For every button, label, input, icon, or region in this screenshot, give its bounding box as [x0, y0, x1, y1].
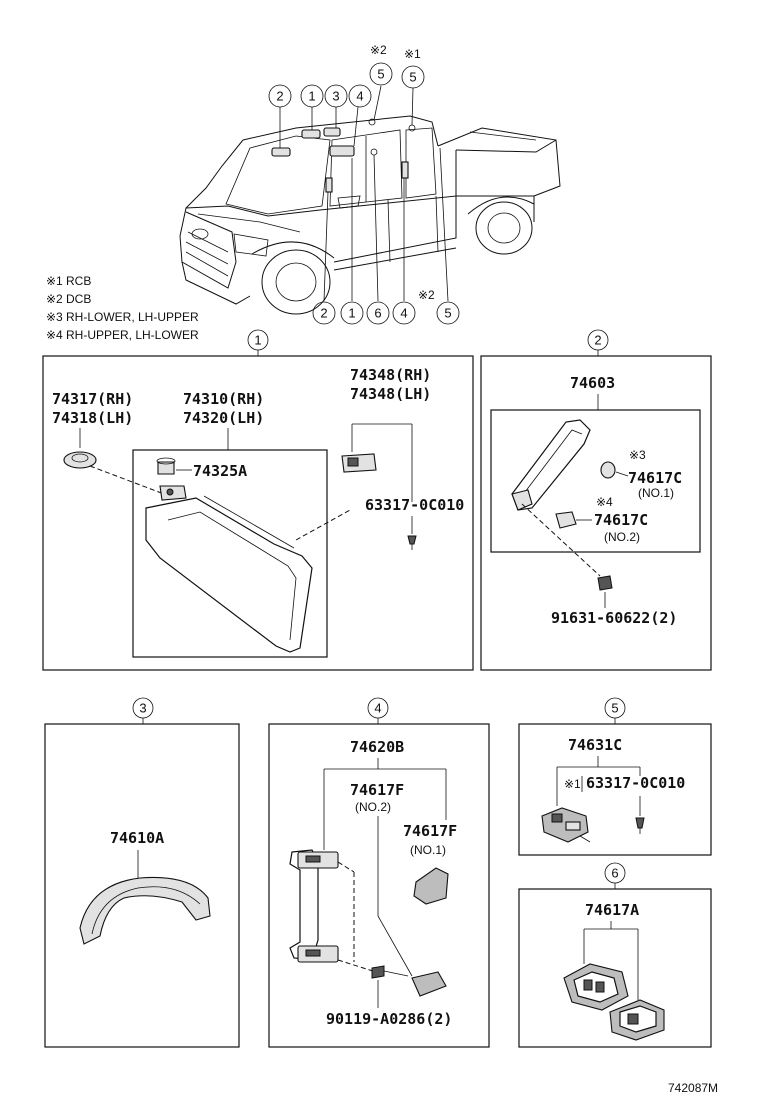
callout-3: 3	[332, 89, 339, 104]
section-5-frame	[518, 723, 712, 856]
section-6-number: 6	[611, 866, 618, 881]
section-1-number: 1	[254, 333, 261, 348]
note-1-text: RCB	[66, 274, 91, 288]
label-no2: (NO.2)	[604, 530, 640, 544]
part-63317-s5: 63317-0C010	[586, 774, 685, 792]
section-1: 1 74317(RH) 74318(LH) 74310(RH) 74320(LH…	[42, 329, 474, 671]
callout-2-bottom: 2	[320, 306, 327, 321]
visor-clip	[157, 461, 175, 475]
diagram-id: 742087M	[668, 1081, 718, 1095]
part-74617c-no1: 74617C	[628, 469, 682, 487]
section-1-frame	[42, 355, 474, 671]
section-2: 2 74603 ※3 74617C (NO.1) ※4 74617C (NO.2…	[480, 329, 712, 671]
section-2-frame	[480, 355, 712, 671]
part-74603: 74603	[570, 374, 615, 392]
section-3-frame	[44, 723, 240, 1048]
sun-visor	[145, 497, 313, 653]
screw-63317	[407, 535, 417, 545]
visor-holder	[341, 453, 377, 473]
section-4: 4 74620B 74617F (NO.2) 74617F (NO.1) 901…	[268, 697, 490, 1048]
note-2-text: DCB	[66, 292, 91, 306]
part-74617f-no1: 74617F	[403, 822, 457, 840]
screw-91631	[597, 575, 613, 591]
mark-4: ※4	[596, 495, 613, 509]
note-4-mark: ※4	[46, 328, 63, 342]
part-63317: 63317-0C010	[365, 496, 464, 514]
note-4-text: RH-UPPER, LH-LOWER	[66, 328, 199, 342]
truck-illustration	[179, 85, 561, 315]
cover-no2	[555, 511, 577, 529]
part-90119: 90119-A0286(2)	[326, 1010, 452, 1028]
callout-5b: 5	[409, 70, 416, 85]
mark-3: ※3	[629, 448, 646, 462]
callout-4-bottom: 4	[400, 306, 407, 321]
truck-callouts-bottom: 2 1 6 4 5 ※2	[312, 288, 460, 325]
mark-dcb-bottom: ※2	[418, 288, 435, 302]
cover-74617f-no2	[411, 971, 447, 997]
part-74325a: 74325A	[193, 462, 247, 480]
section-5: 5 74631C ※1 63317-0C010	[518, 697, 712, 856]
section-3: 3 74610A	[44, 697, 240, 1048]
mark-1: ※1	[564, 777, 581, 791]
truck-callouts-top: 2 1 3 4 5 5 ※2 ※1	[268, 43, 425, 108]
part-74617f-no2: 74617F	[350, 781, 404, 799]
screw-63317-s5	[635, 817, 645, 829]
section-5-number: 5	[611, 701, 618, 716]
callout-1-bottom: 1	[348, 306, 355, 321]
notes-legend: ※1 RCB ※2 DCB ※3 RH-LOWER, LH-UPPER ※4 R…	[46, 274, 199, 342]
visor-frame	[132, 449, 328, 658]
part-74310: 74310(RH)	[183, 390, 264, 408]
callout-5a: 5	[377, 67, 384, 82]
section-3-number: 3	[139, 701, 146, 716]
visor-holder-grommet	[63, 451, 97, 469]
callout-4: 4	[356, 89, 363, 104]
section-2-number: 2	[594, 333, 601, 348]
note-2-mark: ※2	[46, 292, 63, 306]
part-74631c: 74631C	[568, 736, 622, 754]
assist-grip-74610a	[79, 876, 211, 945]
part-74617a: 74617A	[585, 901, 639, 919]
part-74617c-no2: 74617C	[594, 511, 648, 529]
mark-rcb-top: ※1	[404, 47, 421, 61]
part-91631: 91631-60622(2)	[551, 609, 677, 627]
note-3-text: RH-LOWER, LH-UPPER	[66, 310, 199, 324]
callout-2: 2	[276, 89, 283, 104]
section-6-frame	[518, 888, 712, 1048]
part-74610a: 74610A	[110, 829, 164, 847]
mark-dcb-top: ※2	[370, 43, 387, 57]
cover-no1	[600, 461, 616, 479]
callout-6-bottom: 6	[374, 306, 381, 321]
part-74620b: 74620B	[350, 738, 404, 756]
cover-74617f-no1	[413, 867, 449, 905]
note-3-mark: ※3	[46, 310, 63, 324]
section-4-frame	[268, 723, 490, 1048]
bolt-90119	[371, 965, 385, 979]
section-4-number: 4	[374, 701, 381, 716]
part-74348-rh: 74348(RH)	[350, 366, 431, 384]
part-74317: 74317(RH)	[52, 390, 133, 408]
assist-grip	[511, 419, 591, 511]
callout-1: 1	[308, 89, 315, 104]
part-74320: 74320(LH)	[183, 409, 264, 427]
section-6: 6 74617A	[518, 862, 712, 1048]
note-1-mark: ※1	[46, 274, 63, 288]
label-no1-s4: (NO.1)	[410, 843, 446, 857]
assist-grip-frame	[490, 409, 701, 553]
label-no2-s4: (NO.2)	[355, 800, 391, 814]
label-no1: (NO.1)	[638, 486, 674, 500]
callout-5-bottom: 5	[444, 306, 451, 321]
part-74348-lh: 74348(LH)	[350, 385, 431, 403]
part-74318: 74318(LH)	[52, 409, 133, 427]
